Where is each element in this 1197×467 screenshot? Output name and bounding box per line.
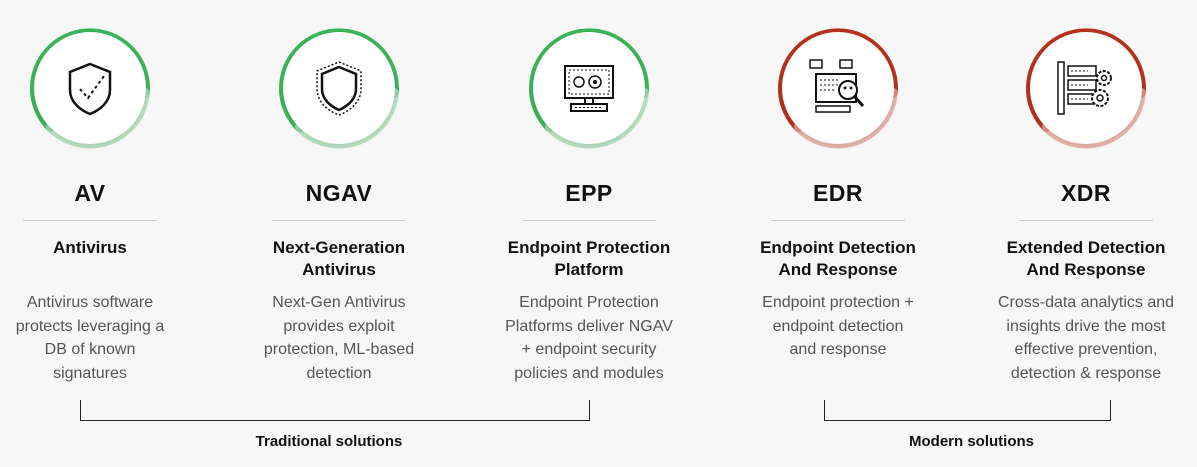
divider <box>522 220 656 221</box>
solution-description: Endpoint Protection Platforms deliver NG… <box>489 291 689 385</box>
solution-edr: EDR Endpoint Detection And Response Endp… <box>713 0 963 362</box>
divider <box>272 220 406 221</box>
solution-name: Extended Detection And Response <box>961 237 1197 283</box>
modern-group-label: Modern solutions <box>909 433 1034 450</box>
icon-disc <box>283 32 395 144</box>
monitor-skull-magnifier-icon <box>809 59 865 113</box>
desc-line: protects leveraging a <box>15 317 165 335</box>
desc-line: protection, ML-based <box>263 341 415 358</box>
desc-line: + endpoint security <box>521 341 657 358</box>
desc-line: signatures <box>53 364 127 382</box>
shield-icon <box>316 61 362 116</box>
desc-line: Cross-data analytics and <box>997 294 1175 311</box>
solution-name: Next-Generation Antivirus <box>214 237 464 283</box>
progress-ring <box>267 16 411 160</box>
desc-line: detection & response <box>1010 364 1162 382</box>
solution-name-line2: Antivirus <box>302 260 376 279</box>
desc-line: Antivirus software <box>26 294 154 311</box>
icon-disc <box>782 32 894 144</box>
solution-xdr: XDR Extended Detection And Response Cros… <box>961 0 1197 385</box>
divider <box>771 220 905 221</box>
solution-description: Antivirus software protects leveraging a… <box>0 291 190 385</box>
icon-disc <box>34 32 146 144</box>
divider <box>23 220 157 221</box>
monitor-biohazard-icon <box>564 65 614 112</box>
solution-abbr: NGAV <box>305 180 373 206</box>
solution-name-line1: Extended Detection <box>1006 238 1166 257</box>
solution-name-line1: Antivirus <box>53 238 127 257</box>
progress-ring <box>1014 16 1158 160</box>
solution-name-line2: And Response <box>778 260 898 279</box>
solution-name-line1: Next-Generation <box>272 238 406 257</box>
solution-name: Endpoint Protection Platform <box>464 237 714 283</box>
progress-ring <box>517 16 661 160</box>
solution-name-line1: Endpoint Detection <box>760 238 916 257</box>
desc-line: detection <box>306 364 372 382</box>
solution-epp: EPP Endpoint Protection Platform Endpoin… <box>464 0 714 385</box>
solution-description: Cross-data analytics and insights drive … <box>986 291 1186 385</box>
solution-name-line1: Endpoint Protection <box>507 238 671 257</box>
solution-abbr: EPP <box>565 180 613 206</box>
desc-line: effective prevention, <box>1014 341 1158 358</box>
solution-name-line2: And Response <box>1026 260 1146 279</box>
traditional-bracket <box>80 400 590 421</box>
desc-line: Next-Gen Antivirus <box>272 294 406 311</box>
shield-check-icon <box>68 62 112 116</box>
progress-ring <box>766 16 910 160</box>
solution-av: AV Antivirus Antivirus software protects… <box>0 0 215 385</box>
solution-abbr: XDR <box>1060 180 1112 206</box>
solution-ngav: NGAV Next-Generation Antivirus Next-Gen … <box>214 0 464 385</box>
desc-line: Platforms deliver NGAV <box>505 317 673 335</box>
desc-line: and response <box>789 341 887 358</box>
solution-name: Antivirus <box>0 237 215 283</box>
progress-ring <box>18 16 162 160</box>
solution-abbr: EDR <box>812 180 864 206</box>
desc-line: endpoint detection <box>772 317 904 335</box>
desc-line: provides exploit <box>283 317 395 335</box>
traditional-group-label: Traditional solutions <box>255 433 403 450</box>
icon-disc <box>1030 32 1142 144</box>
desc-line: Endpoint protection + <box>762 294 914 311</box>
desc-line: Endpoint Protection <box>519 294 659 311</box>
server-gears-icon <box>1057 61 1112 115</box>
solution-name-line2: Platform <box>554 260 624 279</box>
desc-line: DB of known <box>44 341 136 358</box>
icon-disc <box>533 32 645 144</box>
solution-description: Endpoint protection + endpoint detection… <box>738 291 938 362</box>
desc-line: insights drive the most <box>1006 317 1166 335</box>
solution-description: Next-Gen Antivirus provides exploit prot… <box>239 291 439 385</box>
desc-line: policies and modules <box>514 364 664 382</box>
solution-name: Endpoint Detection And Response <box>713 237 963 283</box>
modern-bracket <box>824 400 1111 421</box>
divider <box>1019 220 1153 221</box>
solution-abbr: AV <box>74 180 106 206</box>
